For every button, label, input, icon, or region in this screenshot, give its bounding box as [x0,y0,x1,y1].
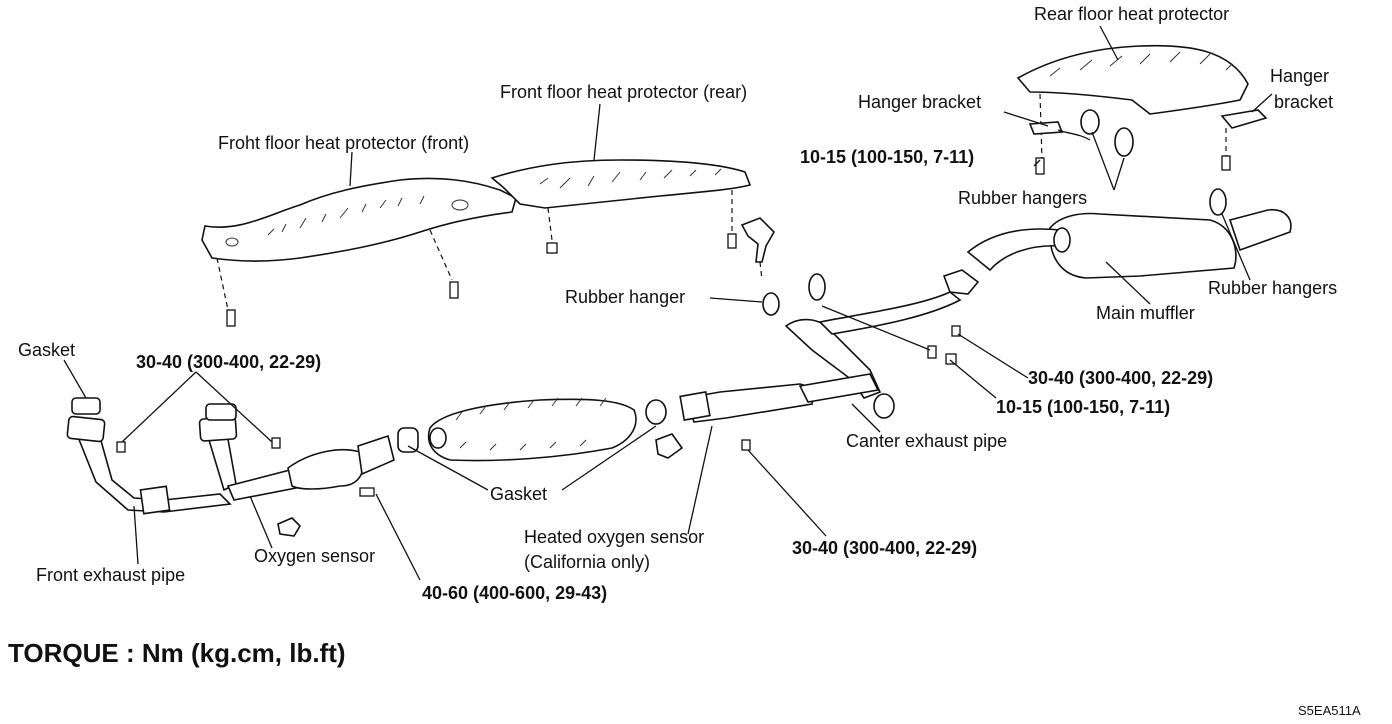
rubber-hanger [808,273,826,301]
bolt [359,487,375,497]
label-torque-10-15-top: 10-15 (100-150, 7-11) [800,147,975,167]
bolt [226,309,236,327]
label-rear-floor-heat-protector: Rear floor heat protector [1034,4,1230,24]
nut [116,441,126,453]
bolt [927,345,937,359]
hanger-bracket-left [1028,121,1064,135]
rubber-hanger [762,292,780,316]
gasket [205,403,237,421]
label-heated-oxygen-sensor-1: Heated oxygen sensor [524,527,705,547]
label-torque-10-15-mid: 10-15 (100-150, 7-11) [996,397,1171,417]
gasket [645,399,667,425]
bolt [449,281,459,299]
flange [942,269,980,295]
center-exhaust-pipe [679,291,962,423]
label-hanger-bracket-right-1: Hanger [1270,66,1330,86]
label-center-exhaust-pipe: Canter exhaust pipe [846,431,1008,451]
catalytic-converter [427,397,637,462]
nut [951,325,961,337]
label-gasket-mid: Gasket [490,484,548,504]
nut [741,439,751,451]
rubber-hanger [1080,109,1100,135]
label-hanger-bracket-right-2: bracket [1274,92,1334,112]
label-oxygen-sensor: Oxygen sensor [254,546,376,566]
rubber-hanger [1114,127,1134,157]
rubber-hanger [1209,188,1227,216]
nut [271,437,281,449]
label-rubber-hangers-right: Rubber hangers [1208,278,1338,298]
label-torque-30-40-bottom: 30-40 (300-400, 22-29) [792,538,978,558]
rubber-hanger [873,393,895,419]
gasket [655,433,684,459]
leader-lines [63,25,1273,581]
label-front-exhaust-pipe: Front exhaust pipe [36,565,186,585]
label-heated-oxygen-sensor-2: (California only) [524,552,651,572]
label-rubber-hangers-top: Rubber hangers [958,188,1088,208]
main-muffler [966,208,1292,279]
gasket [397,427,419,453]
front-floor-heat-protector-front [201,177,517,262]
rear-floor-heat-protector [1016,44,1249,115]
hanger-bracket-right [1220,109,1268,129]
bolt [1035,157,1045,175]
figure-code: S5EA511A [1298,703,1361,718]
label-main-muffler: Main muffler [1096,303,1195,323]
label-torque-40-60: 40-60 (400-600, 29-43) [422,583,608,603]
oxygen-sensor-part [277,517,302,537]
hanger-bracket-mid [740,217,775,263]
label-rubber-hanger: Rubber hanger [565,287,686,307]
nut [945,353,957,365]
gasket [71,397,101,415]
label-front-floor-heat-protector-front: Froht floor heat protector (front) [218,133,470,153]
front-floor-heat-protector-rear [490,159,752,209]
bolt [1221,155,1231,171]
label-torque-30-40-right: 30-40 (300-400, 22-29) [1028,368,1214,388]
label-gasket-left: Gasket [18,340,76,360]
torque-legend: TORQUE : Nm (kg.cm, lb.ft) [8,638,346,668]
front-exhaust-pipe [66,415,395,515]
label-hanger-bracket-left: Hanger bracket [858,92,982,112]
bolt [727,233,737,249]
label-torque-30-40-left: 30-40 (300-400, 22-29) [136,352,322,372]
label-front-floor-heat-protector-rear: Front floor heat protector (rear) [500,82,748,102]
nut [546,242,558,254]
